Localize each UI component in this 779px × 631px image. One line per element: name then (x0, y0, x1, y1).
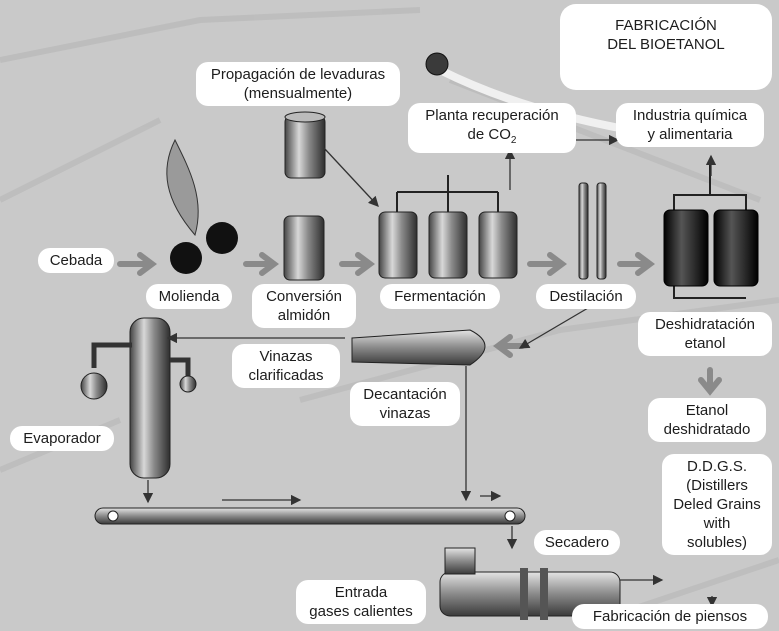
label-ddgs-line-3: Deled Grains (673, 496, 761, 513)
evaporator (80, 317, 197, 479)
label-starch-conversion-line-1: Conversión (266, 288, 342, 305)
label-barley-text: Cebada (49, 252, 103, 269)
decanter (351, 329, 486, 366)
label-clarified-vinasse: Vinazas clarificadas (232, 344, 340, 388)
flow-lines (142, 134, 718, 608)
label-clarified-vinasse-line-2: clarificadas (248, 367, 324, 384)
label-distillation: Destilación (536, 284, 636, 309)
label-evaporator-text: Evaporador (23, 430, 101, 447)
label-hot-gases-inlet: Entrada gases calientes (296, 580, 426, 624)
fermentation-tanks (378, 175, 518, 279)
conversion-tank (283, 215, 325, 281)
label-distillation-text: Destilación (549, 288, 623, 305)
diagram-title: FABRICACIÓN DEL BIOETANOL (560, 4, 772, 90)
label-vinasse-decantation: Decantación vinazas (350, 382, 460, 426)
label-dehydration-line-1: Deshidratación (654, 316, 756, 333)
label-dehydrated-ethanol-line-1: Etanol (685, 402, 729, 419)
label-co2-plant-line-2: de CO2 (417, 125, 567, 150)
label-co2-plant-line-1: Planta recuperación (425, 107, 559, 124)
label-barley: Cebada (38, 248, 114, 273)
label-starch-conversion: Conversión almidón (252, 284, 356, 328)
label-fermentation-text: Fermentación (394, 288, 486, 305)
label-dehydrated-ethanol-line-2: deshidratado (663, 421, 751, 438)
barley-stalk (166, 138, 199, 237)
label-hot-gases-inlet-line-1: Entrada (334, 584, 388, 601)
co2-sphere (425, 52, 449, 76)
label-chemical-industry: Industria química y alimentaria (616, 103, 764, 147)
label-yeast-propagation-line-2: (mensualmente) (243, 85, 353, 102)
dehydration-tanks (663, 160, 759, 299)
label-evaporator: Evaporador (10, 426, 114, 451)
label-starch-conversion-line-2: almidón (277, 307, 331, 324)
label-milling-text: Molienda (158, 288, 220, 305)
title-line-1: FABRICACIÓN (615, 17, 717, 34)
label-milling: Molienda (146, 284, 232, 309)
label-fermentation: Fermentación (380, 284, 500, 309)
mill-ball-1 (170, 242, 202, 274)
label-dehydration: Deshidratación etanol (638, 312, 772, 356)
label-ddgs-line-4: with (703, 515, 731, 532)
label-ddgs-line-1: D.D.G.S. (686, 458, 747, 475)
title-line-2: DEL BIOETANOL (607, 36, 725, 53)
label-hot-gases-inlet-line-2: gases calientes (309, 603, 413, 620)
yeast-tank (284, 115, 326, 179)
label-dehydration-line-2: etanol (684, 335, 726, 352)
label-chemical-industry-line-1: Industria química (632, 107, 748, 124)
label-ddgs-line-5: solubles) (686, 534, 748, 551)
label-feed-manufacturing: Fabricación de piensos (572, 604, 768, 629)
label-co2-plant-line-2-text: de CO (467, 126, 511, 143)
label-vinasse-decantation-line-1: Decantación (363, 386, 447, 403)
label-yeast-propagation-line-1: Propagación de levaduras (210, 66, 386, 83)
label-ddgs-line-2: (Distillers (686, 477, 748, 494)
co2-subscript: 2 (510, 135, 517, 146)
label-vinasse-decantation-line-2: vinazas (379, 405, 431, 422)
label-yeast-propagation: Propagación de levaduras (mensualmente) (196, 62, 400, 106)
label-dryer-text: Secadero (544, 534, 610, 551)
label-feed-manufacturing-text: Fabricación de piensos (592, 608, 748, 625)
distillation-column-2 (596, 182, 607, 280)
distillation-column-1 (578, 182, 589, 280)
dryer (439, 547, 621, 620)
label-clarified-vinasse-line-1: Vinazas (259, 348, 313, 365)
conveyor (94, 507, 526, 525)
label-dehydrated-ethanol: Etanol deshidratado (648, 398, 766, 442)
label-ddgs: D.D.G.S. (Distillers Deled Grains with s… (662, 454, 772, 555)
label-co2-plant: Planta recuperación de CO2 (408, 103, 576, 153)
label-dryer: Secadero (534, 530, 620, 555)
label-chemical-industry-line-2: y alimentaria (647, 126, 733, 143)
mill-ball-2 (206, 222, 238, 254)
process-arrows (117, 252, 722, 396)
